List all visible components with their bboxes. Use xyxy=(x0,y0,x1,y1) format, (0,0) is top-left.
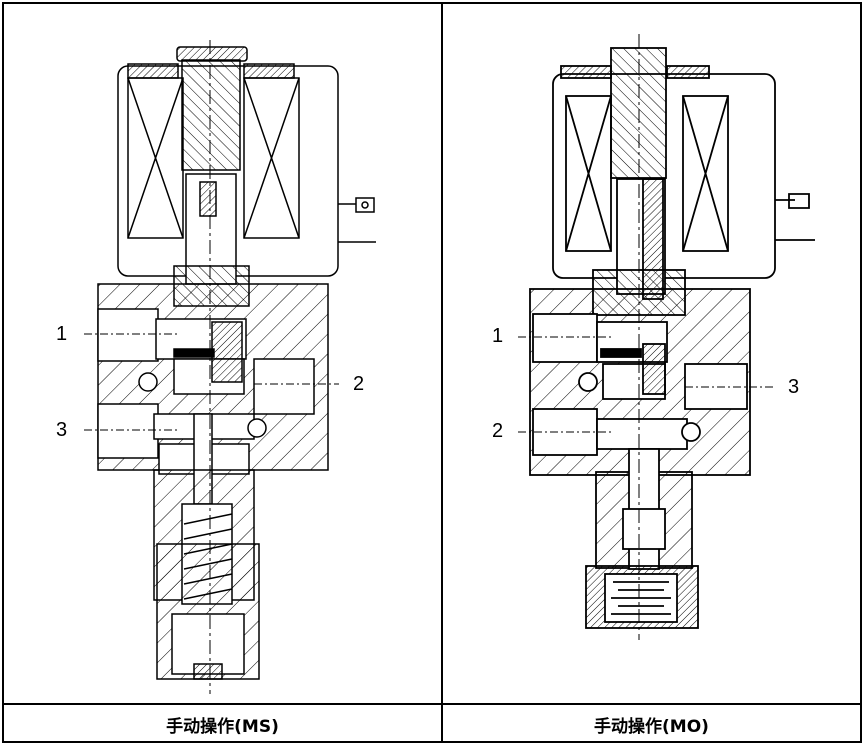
port-label-1: 1 xyxy=(56,323,67,345)
port-label-1: 1 xyxy=(492,325,503,347)
port-label-2: 2 xyxy=(353,373,364,395)
caption-mo: 手动操作(MO) xyxy=(594,716,709,737)
horizontal-divider xyxy=(2,703,862,705)
valve-drawing-ms: 1 2 3 xyxy=(56,40,376,694)
diagram-panel-mo: 1 3 2 xyxy=(443,4,860,703)
valve-drawing-mo: 1 3 2 xyxy=(492,34,815,640)
vertical-divider xyxy=(441,2,443,743)
diagram-panel-ms: 1 2 3 xyxy=(4,4,441,703)
caption-ms: 手动操作(MS) xyxy=(166,716,279,737)
port-label-3: 3 xyxy=(788,376,799,398)
port-label-3: 3 xyxy=(56,419,67,441)
port-label-2: 2 xyxy=(492,420,503,442)
